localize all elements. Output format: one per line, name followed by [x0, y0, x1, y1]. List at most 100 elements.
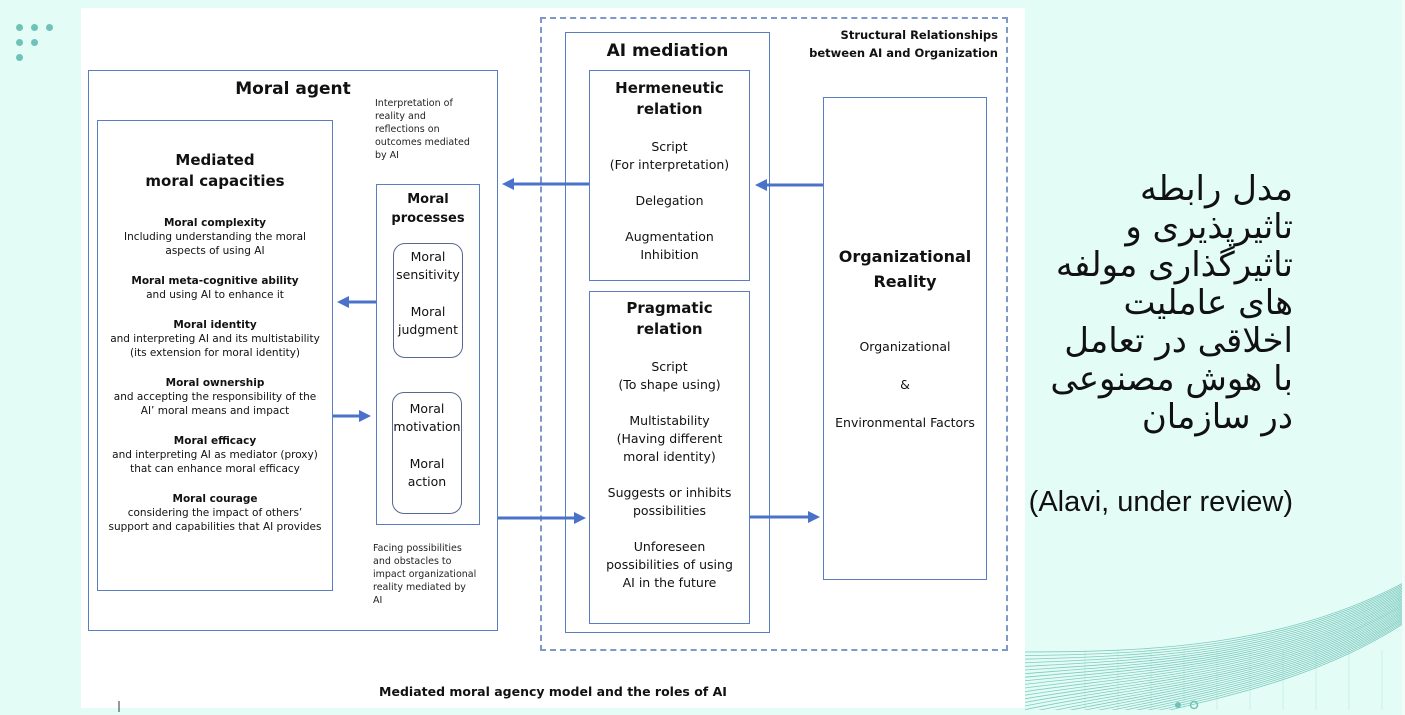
relation-item-line: Unforeseen [633, 539, 706, 554]
process-item: Moral [410, 304, 446, 319]
persian-title-line: تاثیرپذیری و [1125, 207, 1293, 247]
facing-possibilities-note: Facing possibilities and obstacles to impa… [373, 542, 488, 607]
capacity-item: Moral efficacy and interpreting AI as med… [97, 434, 333, 476]
note-line: reflections on [375, 124, 440, 135]
process-item: action [407, 474, 447, 489]
processes-title-line1: Moral [407, 192, 449, 207]
structural-title-line2: between AI and Organization [809, 46, 998, 60]
figure-caption: Mediated moral agency model and the role… [379, 684, 727, 699]
process-item: judgment [398, 322, 458, 337]
org-factor-line: Organizational [859, 339, 951, 354]
note-line: reality and [375, 111, 426, 122]
capacity-heading: Moral courage [172, 493, 258, 505]
relation-item-line: Script [651, 139, 688, 154]
hermeneutic-content: Hermeneutic relation Script (For interpre… [589, 78, 750, 264]
persian-title-line: اخلاقی در تعامل [1064, 321, 1293, 361]
hermeneutic-title-line2: relation [636, 100, 703, 118]
persian-title-line: تاثیرگذاری مولفه [1055, 245, 1293, 285]
pragmatic-box [589, 291, 750, 624]
capacity-item: Moral courage considering the impact of o… [97, 492, 333, 534]
capacities-title: Mediated moral capacities [97, 150, 333, 192]
processes-title-line2: processes [391, 211, 465, 226]
pragmatic-title-line2: relation [636, 320, 703, 338]
figure-panel [81, 8, 1025, 708]
org-title-line1: Organizational [838, 247, 972, 266]
capacity-description: and interpreting AI as mediator (proxy) [112, 449, 318, 461]
decorative-dot-filled [1175, 702, 1181, 708]
note-line: outcomes mediated [375, 137, 470, 148]
moral-agent-box [88, 70, 498, 631]
capacity-heading: Moral ownership [165, 377, 265, 389]
relation-item: Multistability (Having different moral ide… [589, 412, 750, 466]
persian-title-line: مدل رابطه [1139, 169, 1293, 209]
relation-item: Script (For interpretation) [589, 138, 750, 174]
note-line: by AI [375, 150, 399, 161]
relation-item-line: moral identity) [623, 449, 716, 464]
process-item: sensitivity [396, 267, 460, 282]
capacity-description: that can enhance moral efficacy [130, 463, 300, 475]
capacity-heading: Moral meta-cognitive ability [131, 275, 299, 287]
process-item: Moral [409, 401, 445, 416]
persian-title-line: های عاملیت [1123, 283, 1293, 323]
structural-title-line1: Structural Relationships [840, 28, 998, 42]
capacity-description: and using AI to enhance it [146, 289, 284, 301]
org-title-line2: Reality [873, 272, 937, 291]
organizational-reality-content: Organizational Reality Organizational & … [823, 244, 987, 432]
note-line: Facing possibilities [373, 543, 462, 554]
hermeneutic-title-line1: Hermeneutic [615, 79, 724, 97]
relation-item-line: AI in the future [622, 575, 717, 590]
relation-item: Delegation [589, 192, 750, 210]
relation-item-line: (To shape using) [618, 377, 721, 392]
moral-agent-title: Moral agent [235, 79, 351, 99]
capacity-description: support and capabilities that AI provide… [108, 521, 322, 533]
capacity-description: considering the impact of others’ [127, 507, 303, 519]
relation-item-line: possibilities [632, 503, 706, 518]
moral-processes-box [376, 184, 480, 525]
relation-item-line: Augmentation [625, 229, 714, 244]
organizational-reality-box [823, 97, 987, 580]
process-item: Moral [409, 456, 445, 471]
relation-item-line: possibilities of using [606, 557, 733, 572]
relation-item-line: Script [651, 359, 688, 374]
capacity-heading: Moral efficacy [173, 435, 257, 447]
pragmatic-content: Pragmatic relation Script(To shape using… [589, 298, 750, 592]
relation-item-line: Delegation [635, 193, 704, 208]
capacity-heading: Moral complexity [163, 217, 267, 229]
org-factor-line: Environmental Factors [835, 415, 975, 430]
org-factor-line: & [900, 377, 910, 392]
note-line: impact organizational [373, 569, 477, 580]
capacities-title-line1: Mediated [175, 151, 255, 169]
capacity-description: aspects of using AI [165, 245, 265, 257]
capacities-title-line2: moral capacities [145, 172, 285, 190]
persian-title-line: با هوش مصنوعی [1050, 359, 1293, 399]
capacity-item: Moral ownership and accepting the respons… [97, 376, 333, 418]
note-line: and obstacles to [373, 556, 452, 567]
relation-item-line: Multistability [629, 413, 710, 428]
relation-item-line: (Having different [616, 431, 723, 446]
capacity-description: and interpreting AI and its multistabili… [110, 333, 320, 345]
capacity-heading: Moral identity [173, 319, 257, 331]
capacity-description: and accepting the responsibility of the [113, 391, 317, 403]
mediated-capacities-box [97, 120, 333, 591]
capacity-item: Moral identity and interpreting AI and it… [97, 318, 333, 360]
relation-item: Unforeseen possibilities of using AI in th… [589, 538, 750, 592]
decorative-dot-ring [1189, 700, 1199, 710]
decorative-dots-icon [14, 22, 60, 62]
process-item: motivation [393, 419, 461, 434]
processes-title: Moral processes [376, 190, 480, 228]
right-edge-strip [1402, 0, 1405, 715]
relation-item-line: Inhibition [640, 247, 699, 262]
sensitivity-judgment-group: Moral sensitivity Moral judgment [393, 243, 463, 358]
relation-item-line: (For interpretation) [609, 157, 730, 172]
process-item: Moral [410, 249, 446, 264]
note-line: AI [373, 595, 383, 606]
capacity-description: (its extension for moral identity) [129, 347, 301, 359]
ai-mediation-box [565, 32, 770, 633]
citation: (Alavi, under review) [1028, 486, 1293, 518]
capacity-description: Including understanding the moral [124, 231, 306, 243]
